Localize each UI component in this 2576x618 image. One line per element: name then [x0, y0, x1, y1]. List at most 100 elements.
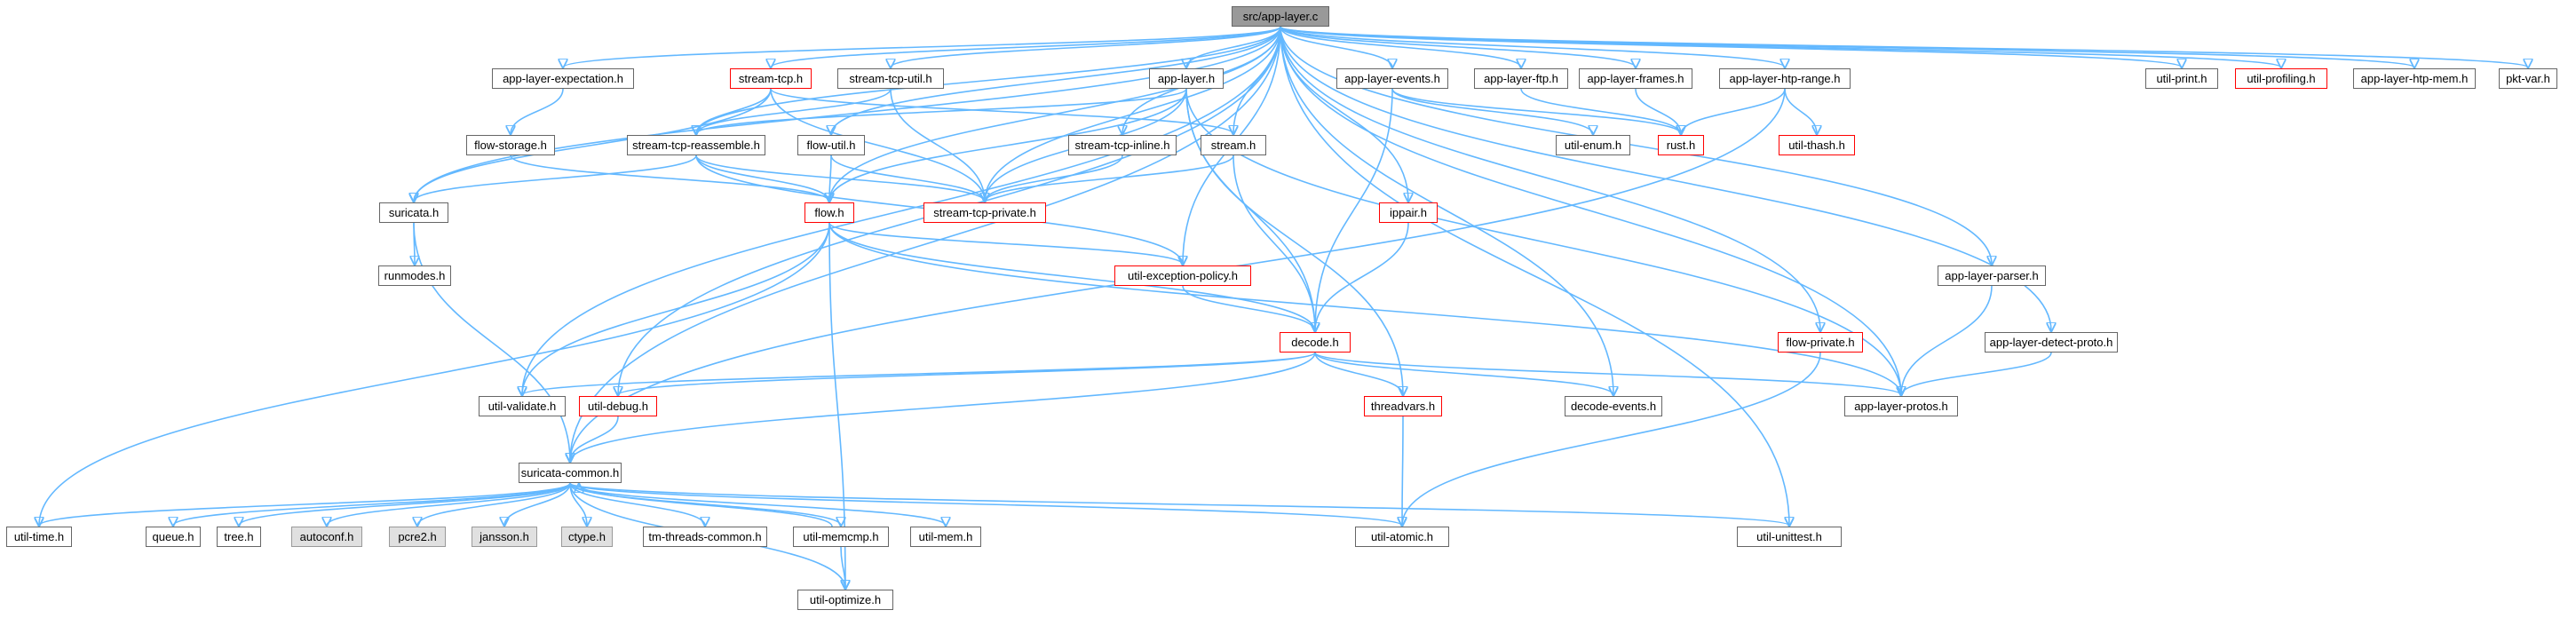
- edge-n0-n6: [1280, 26, 1521, 67]
- node-stream-h[interactable]: stream.h: [1201, 135, 1266, 155]
- edge-n32-n36: [570, 416, 619, 462]
- node-decode-h[interactable]: decode.h: [1280, 332, 1351, 353]
- node-flow-private-h[interactable]: flow-private.h: [1778, 332, 1863, 353]
- edge-n5-n28: [1315, 88, 1393, 331]
- node-jansson-h[interactable]: jansson.h: [472, 527, 537, 547]
- edge-n2-n14: [696, 88, 772, 134]
- node-ippair-h[interactable]: ippair.h: [1379, 202, 1438, 223]
- edge-n4-n33: [1185, 88, 1403, 395]
- edge-n22-n31: [522, 222, 830, 395]
- edge-n0-n10: [1280, 26, 2281, 67]
- node-stream-tcp-inline-h[interactable]: stream-tcp-inline.h: [1068, 135, 1177, 155]
- edge-n28-n33: [1314, 352, 1403, 395]
- edge-n36-n40: [327, 482, 571, 526]
- node-util-thash-h[interactable]: util-thash.h: [1779, 135, 1855, 155]
- edge-n0-n31: [522, 26, 1281, 395]
- edge-n14-n23: [695, 154, 985, 202]
- node-app-layer-htp-mem-h[interactable]: app-layer-htp-mem.h: [2353, 68, 2476, 89]
- node-util-exception-policy-h[interactable]: util-exception-policy.h: [1114, 265, 1251, 286]
- node-util-validate-h[interactable]: util-validate.h: [479, 396, 566, 416]
- node-queue-h[interactable]: queue.h: [146, 527, 201, 547]
- edge-n22-n35: [828, 222, 1901, 395]
- node-util-mem-h[interactable]: util-mem.h: [910, 527, 981, 547]
- node-runmodes-h[interactable]: runmodes.h: [378, 265, 451, 286]
- edge-n14-n22: [695, 154, 829, 202]
- node-pkt-var-h[interactable]: pkt-var.h: [2499, 68, 2557, 89]
- edge-n30-n35: [1901, 352, 2052, 395]
- node-flow-storage-h[interactable]: flow-storage.h: [466, 135, 555, 155]
- node-tree-h[interactable]: tree.h: [217, 527, 261, 547]
- edge-n0-n21: [414, 26, 1281, 202]
- edge-n22-n28: [828, 222, 1315, 331]
- node-app-layer-parser-h[interactable]: app-layer-parser.h: [1938, 265, 2046, 286]
- edge-n36-n44: [569, 482, 705, 526]
- node-rust-h[interactable]: rust.h: [1658, 135, 1704, 155]
- node-app-layer-ftp-h[interactable]: app-layer-ftp.h: [1474, 68, 1568, 89]
- edge-n24-n28: [1315, 222, 1409, 331]
- node-app-layer-protos-h[interactable]: app-layer-protos.h: [1844, 396, 1958, 416]
- edge-n36-n47: [569, 482, 1402, 526]
- edge-n8-n20: [1784, 88, 1817, 134]
- node-util-enum-h[interactable]: util-enum.h: [1556, 135, 1630, 155]
- edge-n33-n47: [1402, 416, 1403, 526]
- node-stream-tcp-util-h[interactable]: stream-tcp-util.h: [837, 68, 944, 89]
- edge-n28-n34: [1314, 352, 1613, 395]
- node-util-time-h[interactable]: util-time.h: [6, 527, 72, 547]
- edge-n2-n21: [414, 88, 772, 202]
- edge-n22-n37: [39, 222, 830, 526]
- edge-n36-n37: [39, 482, 571, 526]
- edge-n0-n9: [1280, 26, 2182, 67]
- edge-n28-n36: [570, 352, 1316, 462]
- edge-n0-n17: [1233, 26, 1281, 134]
- edge-n36-n41: [417, 482, 571, 526]
- node-flow-util-h[interactable]: flow-util.h: [797, 135, 865, 155]
- node-util-memcmp-h[interactable]: util-memcmp.h: [793, 527, 889, 547]
- edge-n36-n42: [504, 482, 571, 526]
- node-tm-threads-common-h[interactable]: tm-threads-common.h: [643, 527, 767, 547]
- node-src-app-layer-c[interactable]: src/app-layer.c: [1232, 6, 1329, 27]
- edge-n15-n22: [829, 154, 831, 202]
- edge-n3-n23: [890, 88, 985, 202]
- node-ctype-h[interactable]: ctype.h: [561, 527, 613, 547]
- node-autoconf-h[interactable]: autoconf.h: [291, 527, 362, 547]
- edge-n0-n1: [563, 26, 1281, 67]
- node-app-layer-detect-proto-h[interactable]: app-layer-detect-proto.h: [1985, 332, 2118, 353]
- node-app-layer-h[interactable]: app-layer.h: [1149, 68, 1224, 89]
- edge-n2-n23: [770, 88, 985, 202]
- node-util-debug-h[interactable]: util-debug.h: [579, 396, 657, 416]
- node-util-print-h[interactable]: util-print.h: [2145, 68, 2218, 89]
- edge-n36-n46: [569, 482, 946, 526]
- node-app-layer-expectation-h[interactable]: app-layer-expectation.h: [492, 68, 634, 89]
- edge-n0-n27: [1280, 26, 1992, 265]
- node-pcre2-h[interactable]: pcre2.h: [389, 527, 446, 547]
- node-flow-h[interactable]: flow.h: [805, 202, 854, 223]
- edge-n45-n36: [579, 484, 833, 527]
- node-util-optimize-h[interactable]: util-optimize.h: [797, 590, 893, 610]
- node-util-profiling-h[interactable]: util-profiling.h: [2235, 68, 2327, 89]
- node-app-layer-htp-range-h[interactable]: app-layer-htp-range.h: [1719, 68, 1851, 89]
- node-app-layer-frames-h[interactable]: app-layer-frames.h: [1579, 68, 1692, 89]
- node-stream-tcp-h[interactable]: stream-tcp.h: [730, 68, 812, 89]
- node-threadvars-h[interactable]: threadvars.h: [1364, 396, 1442, 416]
- node-suricata-common-h[interactable]: suricata-common.h: [519, 463, 622, 483]
- node-util-unittest-h[interactable]: util-unittest.h: [1737, 527, 1842, 547]
- node-util-atomic-h[interactable]: util-atomic.h: [1355, 527, 1449, 547]
- edge-n0-n2: [771, 26, 1281, 67]
- edge-n0-n23: [985, 26, 1281, 202]
- edge-n0-n5: [1280, 26, 1392, 67]
- edge-n5-n19: [1391, 88, 1681, 134]
- edge-n22-n26: [828, 222, 1183, 265]
- edge-n17-n28: [1233, 154, 1315, 331]
- edge-n0-n29: [1280, 26, 1820, 331]
- node-suricata-h[interactable]: suricata.h: [379, 202, 448, 223]
- edge-n0-n36: [570, 26, 1281, 462]
- node-stream-tcp-private-h[interactable]: stream-tcp-private.h: [923, 202, 1046, 223]
- edge-n4-n14: [696, 88, 1187, 134]
- node-decode-events-h[interactable]: decode-events.h: [1565, 396, 1662, 416]
- node-app-layer-events-h[interactable]: app-layer-events.h: [1336, 68, 1448, 89]
- node-stream-tcp-reassemble-h[interactable]: stream-tcp-reassemble.h: [627, 135, 765, 155]
- edge-n0-n35: [1280, 26, 1901, 395]
- edge-n15-n23: [830, 154, 985, 202]
- edge-n13-n22: [510, 154, 829, 202]
